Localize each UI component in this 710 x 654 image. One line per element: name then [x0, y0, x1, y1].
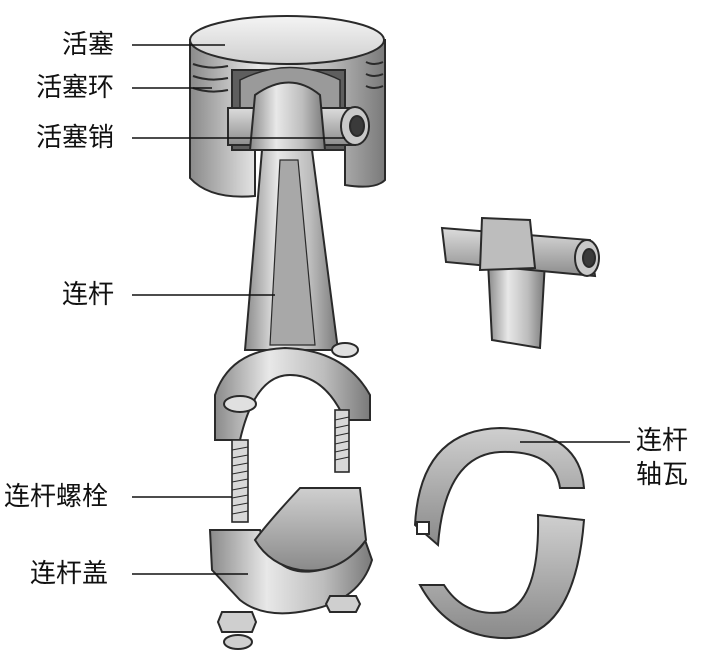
bearing-shells	[413, 426, 586, 640]
rod-bolts	[231, 409, 350, 523]
label-rod-bolt: 连杆螺栓	[4, 482, 109, 512]
label-rod-cap: 连杆盖	[30, 559, 109, 589]
rod-cap	[208, 487, 374, 650]
label-bearing-line2: 轴瓦	[636, 460, 689, 490]
connecting-rod	[214, 81, 371, 441]
piston-ring-grooves	[192, 61, 384, 93]
label-piston-ring: 活塞环	[36, 73, 115, 103]
inset-small-end	[440, 216, 600, 350]
label-piston: 活塞	[62, 30, 115, 60]
label-connecting-rod: 连杆	[62, 280, 115, 310]
leader-lines	[132, 44, 630, 575]
label-bearing-line1: 连杆	[636, 426, 689, 456]
label-piston-pin: 活塞销	[36, 123, 115, 153]
